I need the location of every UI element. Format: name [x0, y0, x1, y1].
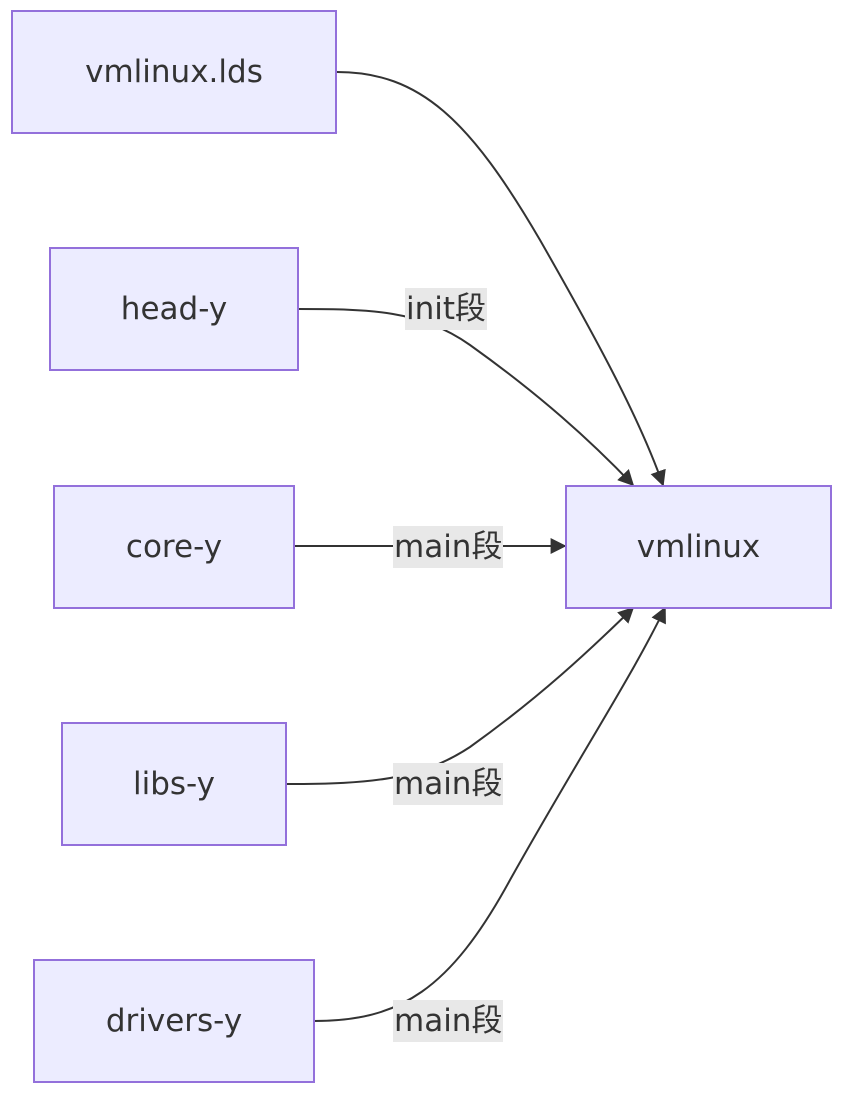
edge-vmlinux-lds-to-vmlinux [336, 71, 666, 487]
edge-label-core-y: main段 [393, 526, 504, 568]
node-core-y-label: core-y [125, 529, 223, 565]
node-head-y-label: head-y [120, 291, 228, 327]
node-vmlinux-lds-label: vmlinux.lds [85, 54, 263, 90]
edge-head-y-to-vmlinux [297, 308, 635, 487]
edge-label-libs-y: main段 [393, 763, 504, 805]
edge-label-head-y: init段 [405, 288, 488, 330]
edge-drivers-y-to-vmlinux [313, 606, 666, 1022]
node-vmlinux: vmlinux [565, 485, 832, 609]
node-core-y: core-y [53, 485, 295, 609]
node-drivers-y: drivers-y [33, 959, 315, 1083]
edge-label-drivers-y: main段 [393, 1000, 504, 1042]
node-libs-y: libs-y [61, 722, 287, 846]
node-head-y: head-y [49, 247, 299, 371]
node-libs-y-label: libs-y [132, 766, 216, 802]
node-vmlinux-lds: vmlinux.lds [11, 10, 337, 134]
node-vmlinux-label: vmlinux [636, 529, 761, 565]
node-drivers-y-label: drivers-y [105, 1003, 243, 1039]
edge-libs-y-to-vmlinux [286, 606, 635, 785]
